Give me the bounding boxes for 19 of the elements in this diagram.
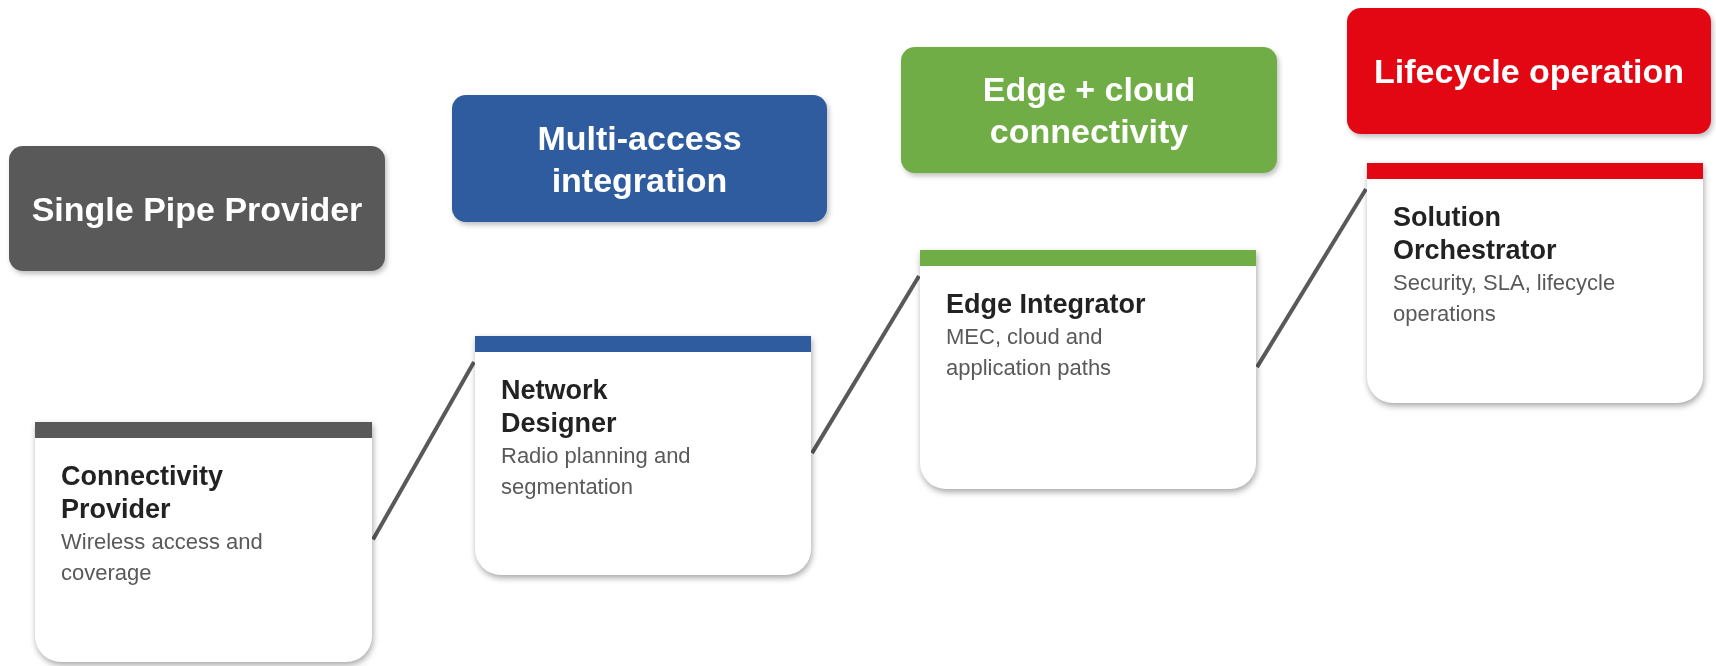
connector-line <box>371 361 476 541</box>
card-heading: Connectivity Provider <box>61 460 225 526</box>
role-card <box>1367 163 1703 403</box>
card-description: Security, SLA, lifecycle operations <box>1393 269 1617 328</box>
role-card <box>475 336 811 575</box>
card-description: MEC, cloud and application paths <box>946 323 1113 382</box>
card-heading: Solution Orchestrator <box>1393 201 1558 267</box>
stage-header-box: Lifecycle operation <box>1347 8 1711 134</box>
stage-header-box: Multi-access integration <box>452 95 827 222</box>
card-description: Radio planning and segmentation <box>501 442 692 501</box>
stage-header-box: Single Pipe Provider <box>9 146 385 271</box>
stage-header-box: Edge + cloud connectivity <box>901 47 1277 173</box>
role-card <box>920 250 1256 489</box>
role-card <box>35 422 372 662</box>
connector-line <box>810 274 921 455</box>
connector-line <box>1255 187 1368 369</box>
card-heading: Edge Integrator <box>946 288 1147 321</box>
card-heading: Network Designer <box>501 374 618 440</box>
card-description: Wireless access and coverage <box>61 528 264 587</box>
